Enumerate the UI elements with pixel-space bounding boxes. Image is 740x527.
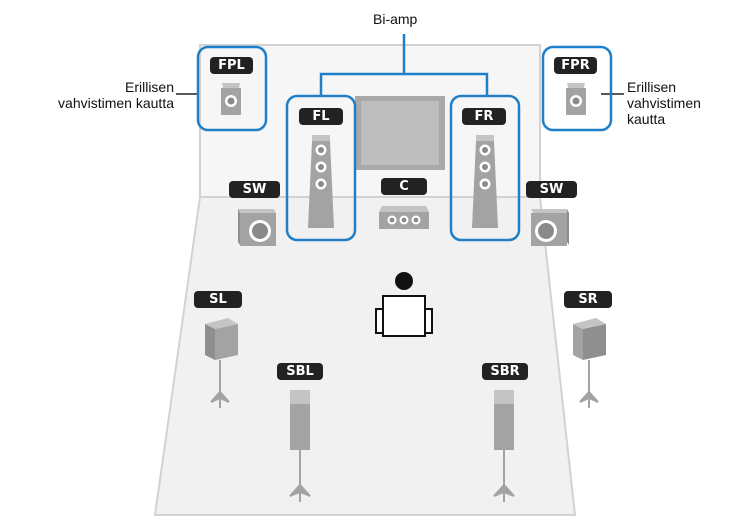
sbl-label: SBL — [277, 363, 323, 380]
sw-left-label: SW — [229, 181, 280, 198]
right-external-amp-annotation: Erillisen vahvistimen kautta — [627, 79, 701, 127]
biamp-connector — [319, 34, 489, 96]
tv-screen — [355, 96, 445, 170]
fpr-highlight-box — [541, 45, 613, 132]
fpr-speaker-icon — [566, 83, 586, 115]
subwoofer-right-icon — [531, 209, 569, 246]
sbr-label: SBR — [482, 363, 528, 380]
sbl-speaker-icon — [289, 390, 311, 502]
fpl-label: FPL — [210, 57, 253, 74]
fpr-label: FPR — [554, 57, 597, 74]
biamp-annotation: Bi-amp — [373, 11, 418, 27]
fr-highlight-box — [449, 94, 521, 242]
fl-highlight-box — [285, 94, 357, 242]
sbr-speaker-icon — [493, 390, 515, 502]
sw-right-label: SW — [526, 181, 577, 198]
fpl-highlight-box — [196, 45, 268, 132]
subwoofer-left-icon — [238, 209, 276, 246]
fl-speaker-icon — [308, 135, 334, 228]
sl-speaker-icon — [205, 318, 238, 408]
left-external-amp-annotation: Erillisen vahvistimen kautta — [58, 79, 174, 111]
listener-icon — [375, 272, 433, 337]
fr-label: FR — [462, 108, 506, 125]
fl-label: FL — [299, 108, 343, 125]
fpl-speaker-icon — [221, 83, 241, 115]
fr-speaker-icon — [472, 135, 498, 228]
center-speaker-icon — [379, 206, 429, 229]
sl-label: SL — [194, 291, 242, 308]
sr-speaker-icon — [573, 318, 606, 408]
c-label: C — [381, 178, 427, 195]
sr-label: SR — [564, 291, 612, 308]
